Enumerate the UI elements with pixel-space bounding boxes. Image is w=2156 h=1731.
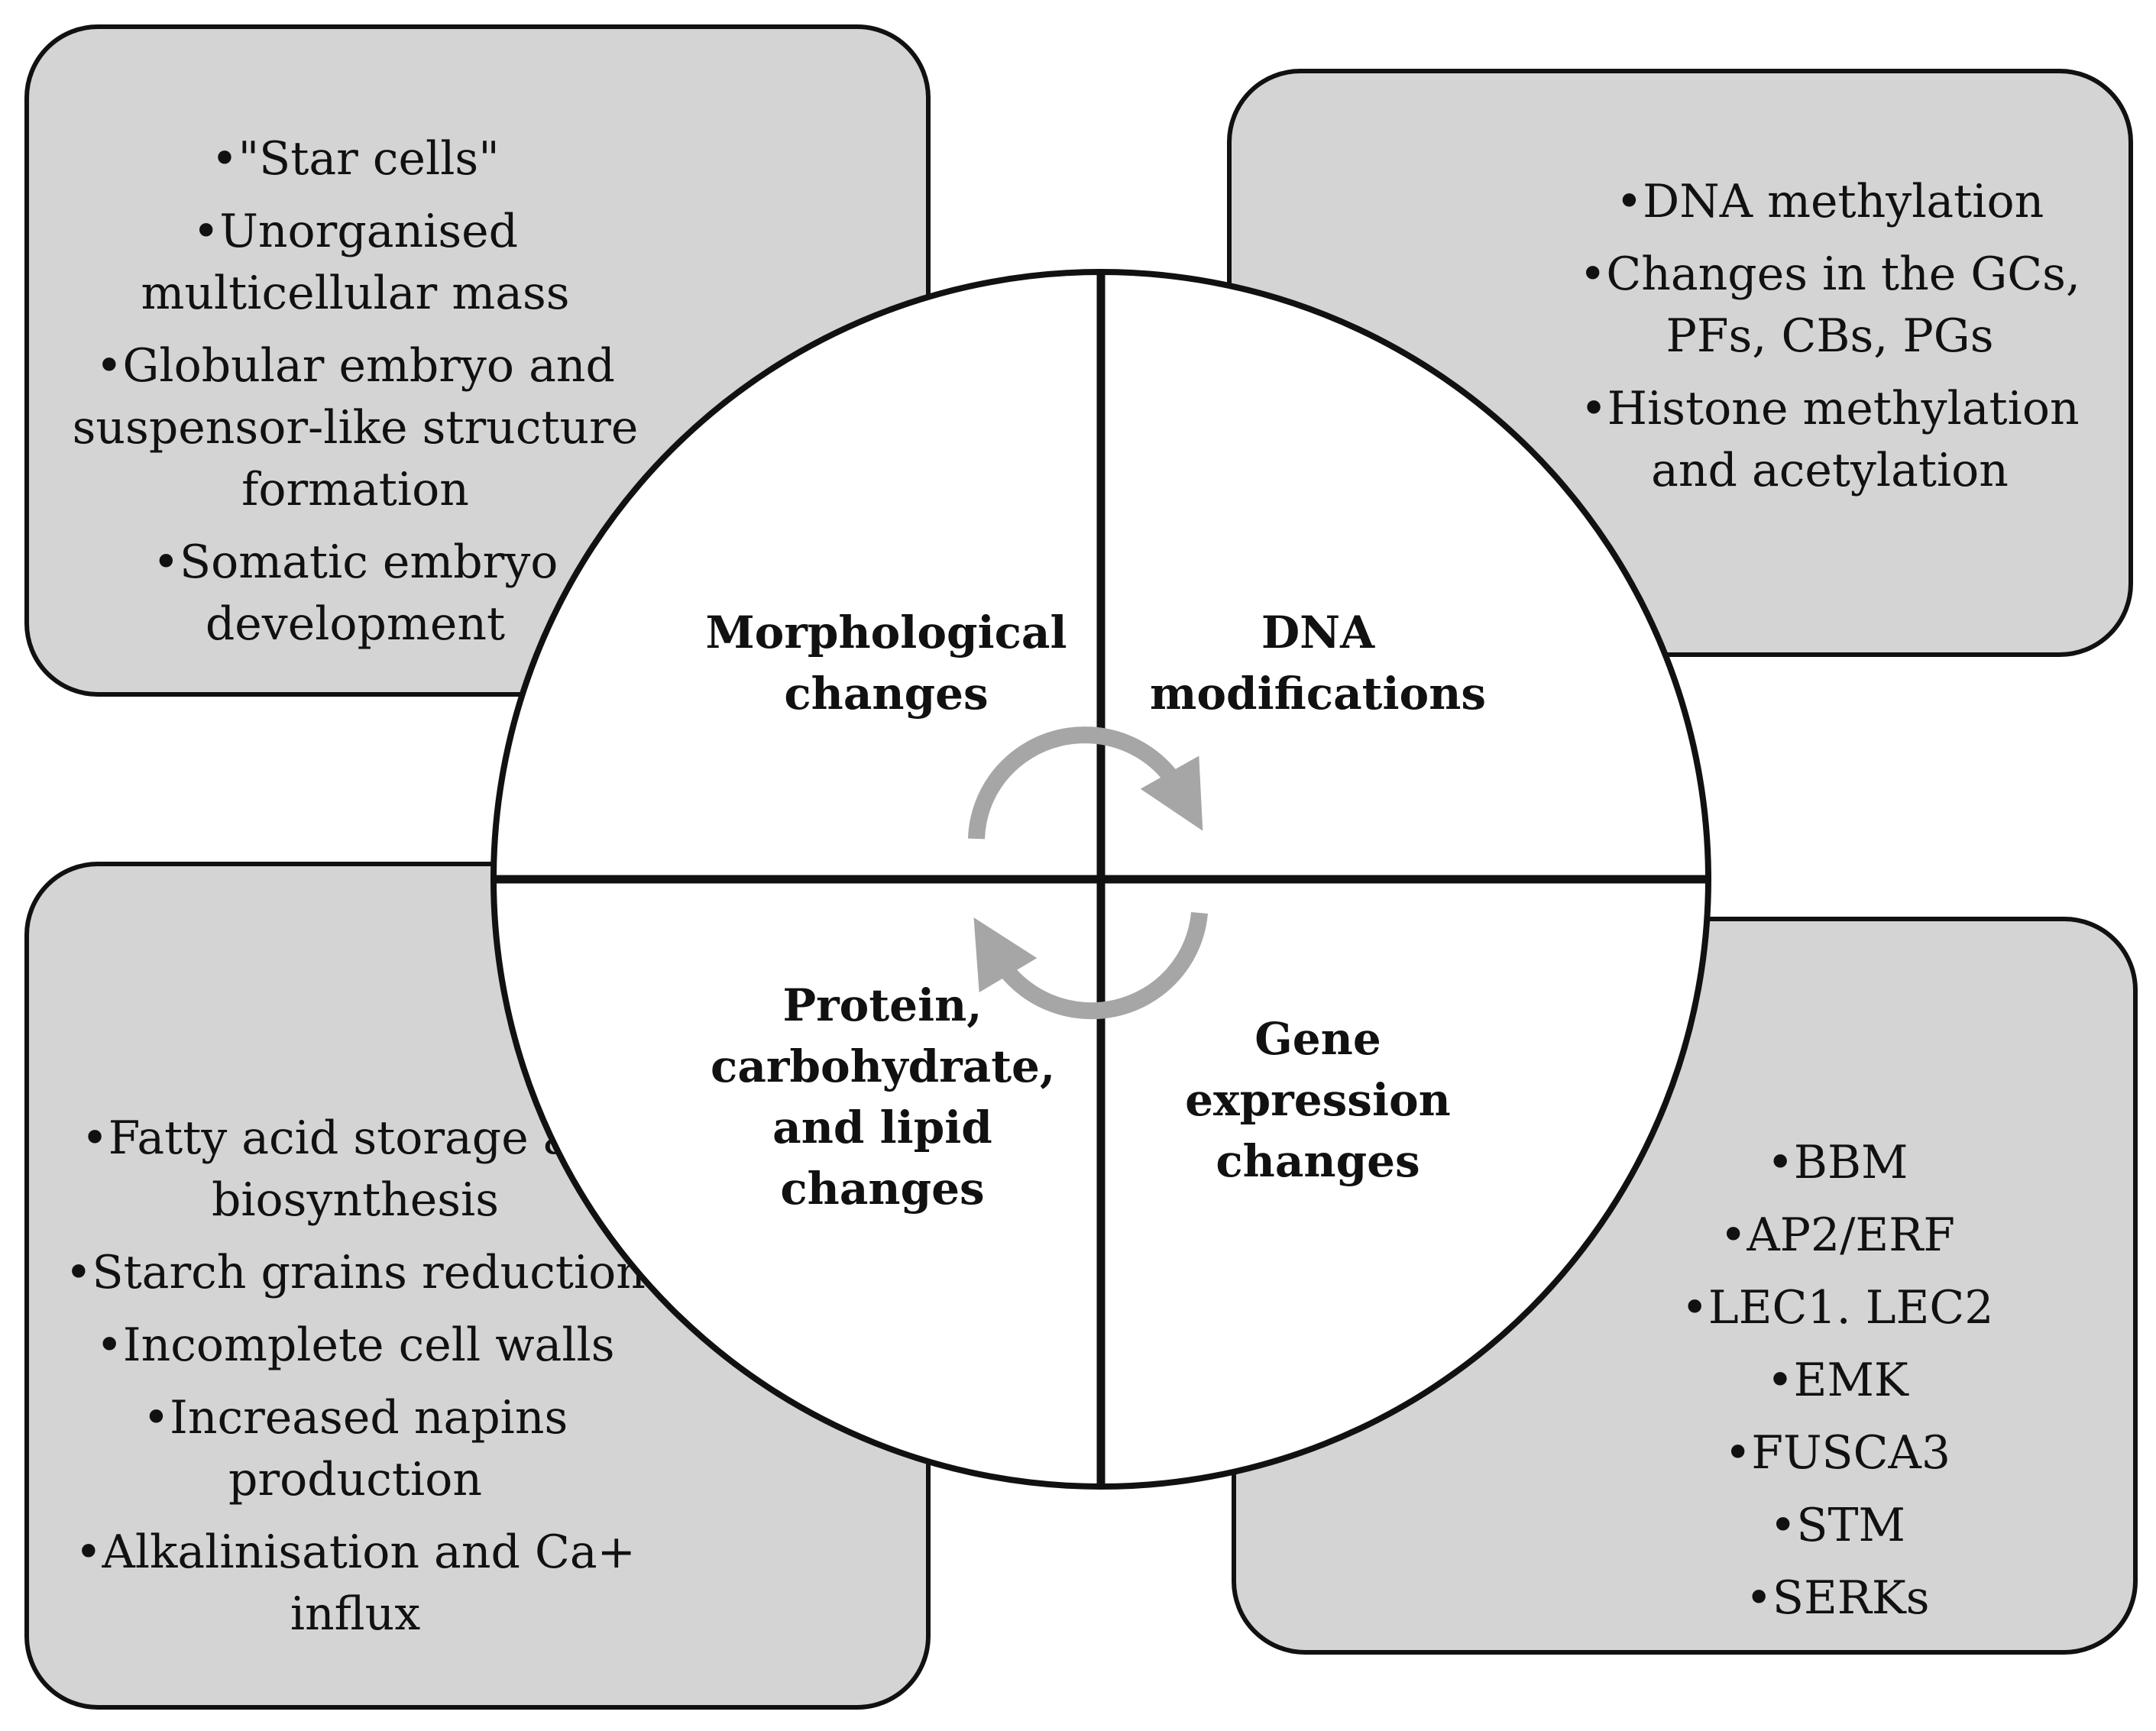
list-item: DNA methylation [1551, 171, 2109, 233]
list-item: Increased napins production [53, 1387, 657, 1511]
list-item: LEC1. LEC2 [1627, 1277, 2048, 1339]
list-item: Alkalinisation and Ca+ influx [53, 1522, 657, 1645]
protein-list: Fatty acid storage and biosynthesis Star… [53, 1108, 657, 1656]
list-item: Fatty acid storage and biosynthesis [53, 1108, 657, 1231]
list-item: Histone methylation and acetylation [1551, 378, 2109, 502]
list-item: STM [1627, 1495, 2048, 1557]
protein-label: Protein, carbohydrate, and lipid changes [711, 979, 1056, 1215]
dna-label: DNA modifications [1149, 607, 1487, 720]
cycle-arrow-top-icon [968, 726, 1203, 840]
list-item: EMK [1627, 1350, 2048, 1412]
morphological-label: Morphological changes [705, 607, 1067, 720]
list-item: Globular embryo and suspensor-like struc… [53, 335, 657, 521]
list-item: Starch grains reduction [53, 1242, 657, 1304]
list-item: BBM [1627, 1132, 2048, 1194]
list-item: FUSCA3 [1627, 1422, 2048, 1484]
list-item: Somatic embryo development [53, 532, 657, 655]
morphological-list: "Star cells" Unorganised multicellular m… [53, 128, 657, 666]
list-item: Unorganised multicellular mass [53, 201, 657, 325]
list-item: "Star cells" [53, 128, 657, 190]
list-item: AP2/ERF [1627, 1205, 2048, 1267]
dna-list: DNA methylation Changes in the GCs, PFs,… [1551, 171, 2109, 513]
list-item: Changes in the GCs, PFs, CBs, PGs [1551, 244, 2109, 367]
gene-list: BBM AP2/ERF LEC1. LEC2 EMK FUSCA3 STM SE… [1627, 1132, 2048, 1640]
gene-label: Gene expression changes [1185, 1013, 1451, 1187]
list-item: Incomplete cell walls [53, 1315, 657, 1377]
list-item: SERKs [1627, 1568, 2048, 1629]
cycle-arrow-bottom-icon [973, 912, 1208, 1020]
